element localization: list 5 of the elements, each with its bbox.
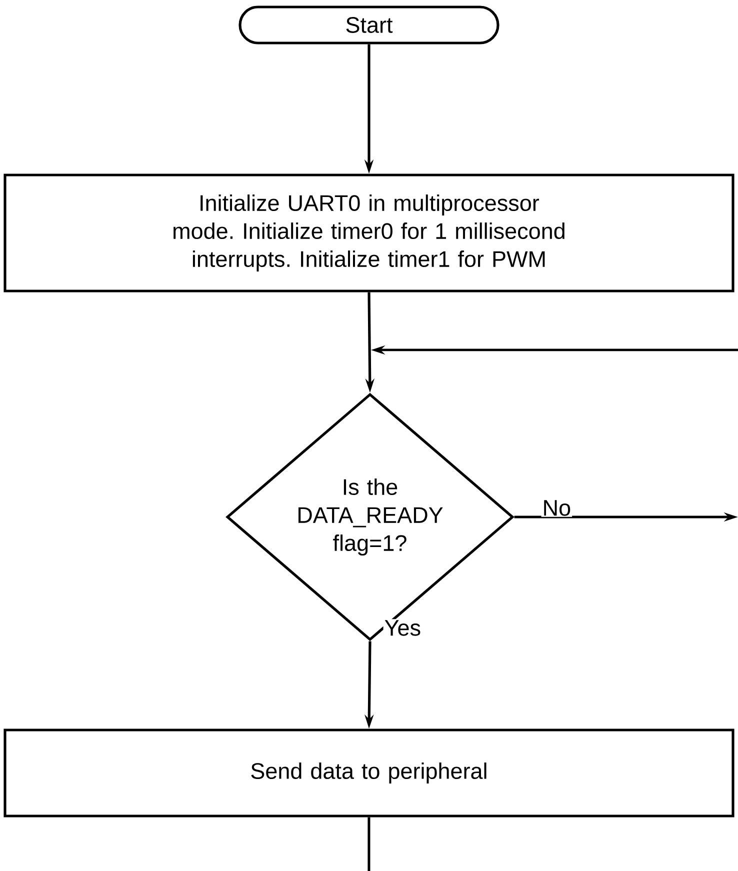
process-box: Send data to peripheral — [4, 728, 734, 818]
flow-line — [368, 817, 370, 871]
process-box: Initialize UART0 in multiprocessor mode. Initialize timer0 for 1 millisecond interrupts. Initialize timer1 for PWM — [4, 174, 734, 292]
edge-label: Yes — [383, 619, 422, 637]
edge-label: No — [541, 499, 572, 517]
